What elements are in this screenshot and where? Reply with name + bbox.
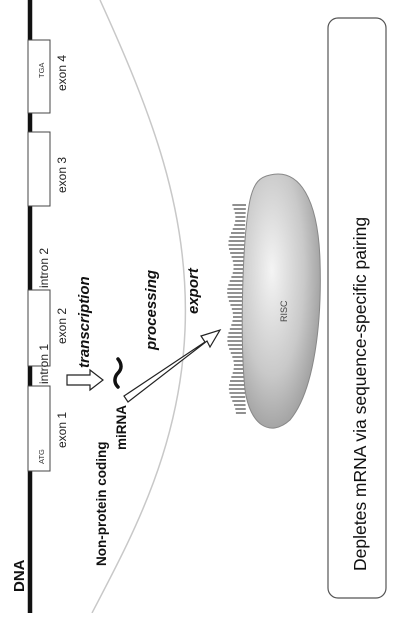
dna-label: DNA (11, 559, 28, 592)
risc-label: RISC (279, 300, 289, 322)
exon-boxes (27, 39, 51, 472)
export-arrow (123, 328, 222, 403)
exon-4-label: exon 4 (55, 55, 69, 91)
exon-2-label: exon 2 (55, 308, 69, 344)
risc-body (241, 173, 321, 429)
risc-bristles (227, 204, 246, 414)
exon-3-label: exon 3 (55, 157, 69, 193)
exon-2-box (27, 289, 51, 367)
nuclear-membrane (91, 0, 187, 614)
transcription-arrow (66, 368, 104, 392)
callout-box (327, 17, 387, 599)
start-codon-label: ATG (37, 449, 46, 464)
callout-text: Depletes mRNA via sequence-specific pair… (350, 217, 370, 571)
processing-label: processing (143, 270, 160, 351)
intron-2-label: intron 2 (37, 248, 51, 288)
export-label: export (185, 267, 202, 314)
exon-1-label: exon 1 (55, 412, 69, 448)
stop-codon-label: TGA (37, 63, 46, 78)
exon-4-box (27, 39, 51, 114)
exon-3-box (27, 131, 51, 207)
exon-1-box (27, 385, 51, 472)
intron-1-label: intron 1 (37, 344, 51, 384)
risc-complex: RISC (227, 173, 321, 429)
mirna-squiggle-icon (113, 357, 123, 389)
transcription-label: transcription (76, 276, 93, 368)
mirna-label-line1: Non-protein coding (94, 442, 109, 566)
mirna-label-line2: miRNA (114, 405, 129, 450)
